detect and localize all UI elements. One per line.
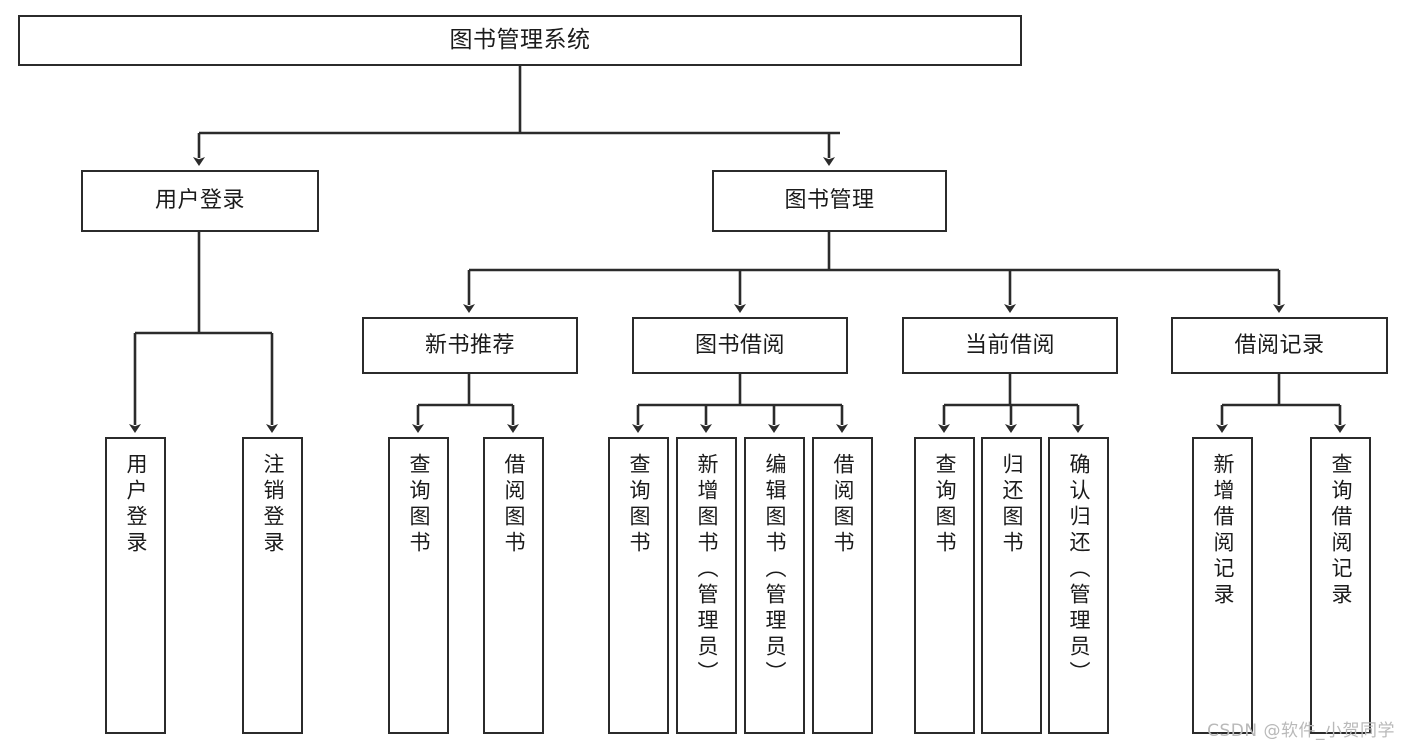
- node-book-borrowing[interactable]: 图书借阅: [632, 317, 848, 374]
- node-leaf-query-book-borrow[interactable]: 查询图书: [608, 437, 669, 734]
- node-label: 确认归还（管理员）: [1067, 453, 1091, 687]
- node-label: 借阅图书: [502, 453, 526, 557]
- node-leaf-query-book-current[interactable]: 查询图书: [914, 437, 975, 734]
- node-leaf-query-book-recommend[interactable]: 查询图书: [388, 437, 449, 734]
- node-leaf-add-borrow-record[interactable]: 新增借阅记录: [1192, 437, 1253, 734]
- node-label: 查询借阅记录: [1329, 453, 1353, 609]
- node-label: 用户登录: [124, 453, 148, 557]
- node-leaf-add-book-admin[interactable]: 新增图书（管理员）: [676, 437, 737, 734]
- node-label: 注销登录: [261, 453, 285, 557]
- node-current-borrowing[interactable]: 当前借阅: [902, 317, 1118, 374]
- node-label: 图书借阅: [694, 332, 785, 358]
- node-label: 借阅图书: [831, 453, 855, 557]
- node-label: 新增借阅记录: [1211, 453, 1235, 609]
- node-leaf-user-login[interactable]: 用户登录: [105, 437, 166, 734]
- node-leaf-borrow-book[interactable]: 借阅图书: [812, 437, 873, 734]
- node-leaf-return-book[interactable]: 归还图书: [981, 437, 1042, 734]
- node-label: 借阅记录: [1234, 332, 1325, 358]
- node-label: 查询图书: [933, 453, 957, 557]
- csdn-watermark: CSDN @软件_小贺同学: [1207, 721, 1395, 741]
- node-book-management[interactable]: 图书管理: [712, 170, 947, 232]
- node-label: 编辑图书（管理员）: [763, 453, 787, 687]
- node-borrowing-record[interactable]: 借阅记录: [1171, 317, 1388, 374]
- node-new-book-recommendation[interactable]: 新书推荐: [362, 317, 578, 374]
- node-label: 用户登录: [154, 188, 245, 214]
- node-leaf-edit-book-admin[interactable]: 编辑图书（管理员）: [744, 437, 805, 734]
- node-label: 图书管理系统: [449, 26, 591, 53]
- node-leaf-query-borrow-record[interactable]: 查询借阅记录: [1310, 437, 1371, 734]
- node-leaf-logout[interactable]: 注销登录: [242, 437, 303, 734]
- node-label: 新书推荐: [424, 332, 515, 358]
- node-root-book-management-system[interactable]: 图书管理系统: [18, 15, 1022, 66]
- node-label: 当前借阅: [964, 332, 1055, 358]
- node-label: 新增图书（管理员）: [695, 453, 719, 687]
- node-user-login[interactable]: 用户登录: [81, 170, 319, 232]
- node-label: 查询图书: [407, 453, 431, 557]
- node-label: 归还图书: [1000, 453, 1024, 557]
- node-label: 查询图书: [627, 453, 651, 557]
- node-leaf-borrow-book-recommend[interactable]: 借阅图书: [483, 437, 544, 734]
- node-leaf-confirm-return-admin[interactable]: 确认归还（管理员）: [1048, 437, 1109, 734]
- node-label: 图书管理: [784, 188, 875, 214]
